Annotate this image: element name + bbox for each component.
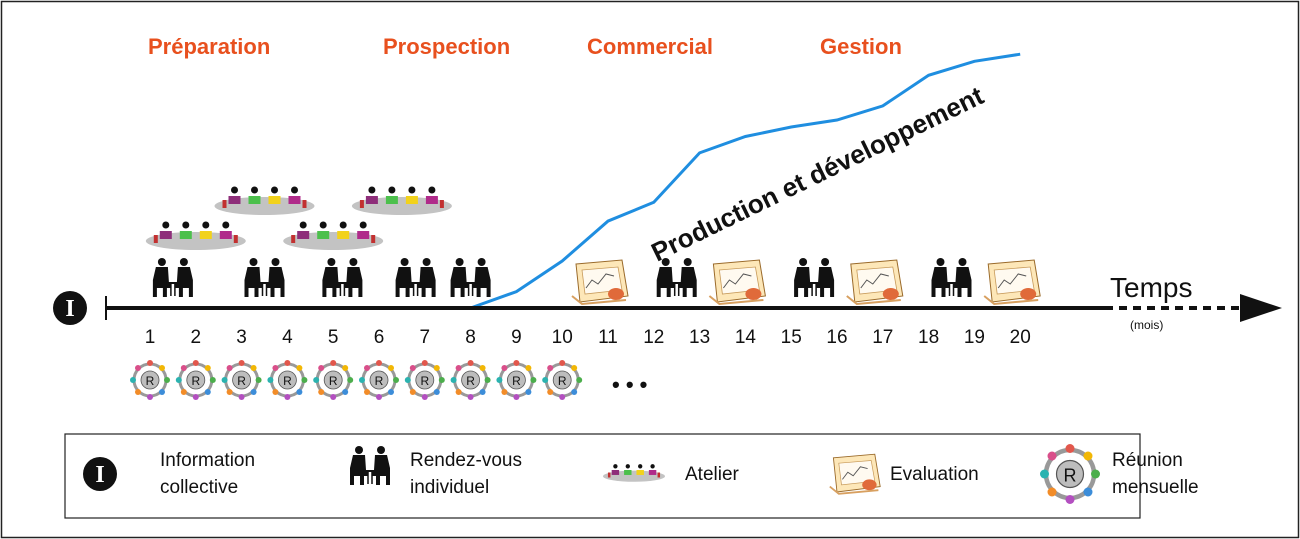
reunion-icon: R bbox=[220, 358, 264, 402]
legend-item-reunion: R Réunion mensuelle bbox=[1040, 444, 1199, 504]
production-curve bbox=[470, 52, 1021, 310]
atelier-icon bbox=[143, 219, 248, 252]
svg-text:R: R bbox=[375, 374, 384, 388]
rendezvous-icon bbox=[243, 257, 286, 298]
legend-item-rendezvous: Rendez-vous individuel bbox=[349, 445, 522, 498]
svg-text:R: R bbox=[512, 374, 521, 388]
legend-box bbox=[64, 433, 1141, 519]
rendezvous-icon bbox=[394, 257, 437, 298]
atelier-icon bbox=[281, 219, 386, 252]
reunion-icon: R bbox=[449, 358, 493, 402]
phase-gestion: Gestion bbox=[820, 34, 902, 59]
rendezvous-icon bbox=[321, 257, 364, 298]
svg-text:R: R bbox=[146, 374, 155, 388]
tick-label: 20 bbox=[1010, 327, 1031, 348]
reunion-icon: R bbox=[174, 358, 218, 402]
reunion-icon: R bbox=[265, 358, 309, 402]
evaluation-icon bbox=[571, 259, 629, 305]
tick-label: 11 bbox=[598, 327, 618, 348]
ellipsis: • • • bbox=[612, 372, 647, 397]
svg-text:R: R bbox=[283, 374, 292, 388]
rendezvous-icon bbox=[793, 257, 835, 298]
tick-label: 12 bbox=[643, 327, 664, 348]
svg-text:R: R bbox=[191, 374, 200, 388]
reunion-icon: R bbox=[1040, 444, 1100, 504]
reunion-icon: R bbox=[311, 358, 355, 402]
phase-prospection: Prospection bbox=[383, 34, 510, 59]
reunion-icon: R bbox=[128, 358, 172, 402]
tick-label: 7 bbox=[420, 327, 431, 348]
production-curve-label: Production et développement bbox=[646, 80, 988, 267]
evaluation-icon bbox=[845, 259, 904, 305]
tick-label: 10 bbox=[552, 327, 573, 348]
tick-label: 3 bbox=[236, 327, 247, 348]
axis-unit: (mois) bbox=[1130, 318, 1163, 332]
atelier-icon bbox=[212, 184, 317, 217]
legend-evaluation-label: Evaluation bbox=[890, 464, 979, 485]
legend-reunion-line1: Réunion bbox=[1112, 450, 1183, 471]
phase-preparation: Préparation bbox=[148, 34, 270, 59]
legend: I Information collective Rendez-vous ind… bbox=[64, 433, 1199, 519]
svg-text:R: R bbox=[237, 374, 246, 388]
svg-text:R: R bbox=[558, 374, 567, 388]
tick-label: 1 bbox=[145, 327, 156, 348]
legend-atelier-label: Atelier bbox=[685, 464, 740, 485]
information-icon-letter: I bbox=[95, 462, 104, 488]
rendezvous-icon bbox=[655, 257, 698, 298]
axis-arrowhead-icon bbox=[1240, 294, 1282, 322]
svg-text:I: I bbox=[65, 296, 74, 322]
tick-label: 6 bbox=[374, 327, 385, 348]
reunion-icon: R bbox=[494, 358, 538, 402]
legend-rendezvous-line2: individuel bbox=[410, 477, 489, 498]
tick-label: 18 bbox=[918, 327, 939, 348]
tick-label: 4 bbox=[282, 327, 293, 348]
legend-reunion-line2: mensuelle bbox=[1112, 477, 1199, 498]
reunion-icon: R bbox=[540, 358, 584, 402]
rendezvous-icon bbox=[930, 257, 973, 298]
information-icon: I bbox=[53, 291, 87, 325]
evaluation-icon bbox=[983, 259, 1042, 305]
legend-item-evaluation: Evaluation bbox=[828, 453, 979, 495]
information-icon: I bbox=[83, 457, 117, 491]
atelier-icon bbox=[349, 184, 454, 217]
rendezvous-icon bbox=[152, 257, 194, 298]
tick-label: 15 bbox=[781, 327, 802, 348]
legend-item-information: I Information collective bbox=[83, 450, 255, 498]
tick-label: 16 bbox=[826, 327, 847, 348]
legend-information-line2: collective bbox=[160, 477, 238, 498]
phase-commercial: Commercial bbox=[587, 34, 713, 59]
legend-item-atelier: Atelier bbox=[601, 462, 740, 485]
evaluation-icon bbox=[708, 259, 767, 305]
reunion-icon: R bbox=[357, 358, 401, 402]
reunion-icon: R bbox=[403, 358, 447, 402]
tick-label: 13 bbox=[689, 327, 710, 348]
legend-rendezvous-line1: Rendez-vous bbox=[410, 450, 522, 471]
tick-label: 2 bbox=[191, 327, 202, 348]
phase-labels: Préparation Prospection Commercial Gesti… bbox=[148, 34, 902, 59]
svg-text:R: R bbox=[466, 374, 475, 388]
rendezvous-icon bbox=[449, 257, 492, 298]
tick-label: 14 bbox=[735, 327, 757, 348]
tick-label: 9 bbox=[511, 327, 522, 348]
tick-label: 5 bbox=[328, 327, 339, 348]
tick-label: 8 bbox=[465, 327, 476, 348]
reunion-icon-letter: R bbox=[1064, 466, 1077, 486]
tick-label: 17 bbox=[872, 327, 893, 348]
svg-text:R: R bbox=[329, 374, 338, 388]
tick-label: 19 bbox=[964, 327, 985, 348]
legend-information-line1: Information bbox=[160, 450, 255, 471]
evaluation-icon bbox=[828, 453, 882, 495]
axis-label: Temps bbox=[1110, 272, 1192, 303]
timeline-icons: I R R R R R R R R R R bbox=[53, 184, 1042, 402]
svg-text:R: R bbox=[420, 374, 429, 388]
